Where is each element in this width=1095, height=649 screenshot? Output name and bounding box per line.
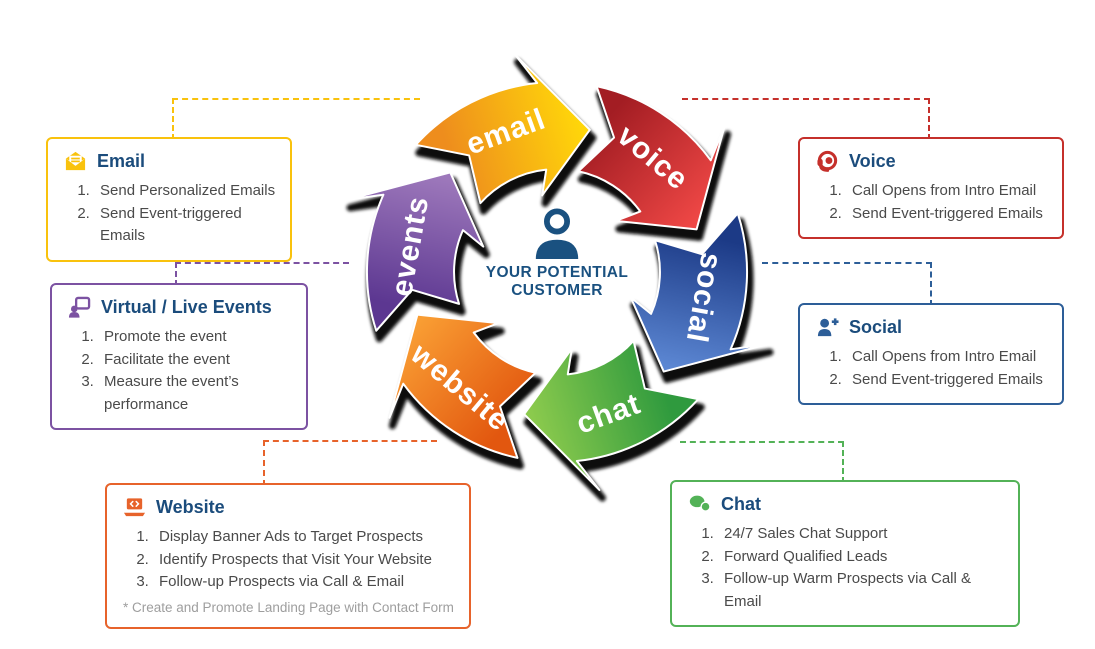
- callout-chat: Chat 24/7 Sales Chat Support Forward Qua…: [670, 480, 1020, 627]
- list-item: Call Opens from Intro Email: [846, 180, 1048, 203]
- list-item: Forward Qualified Leads: [718, 546, 1004, 569]
- center-label-line1: YOUR POTENTIAL: [485, 264, 629, 281]
- potential-customer-center: YOUR POTENTIAL CUSTOMER: [477, 207, 637, 301]
- callout-title: Chat: [721, 494, 761, 514]
- wheel-arrow-website: [388, 313, 537, 459]
- callout-title: Social: [849, 317, 903, 337]
- email-icon: [65, 151, 86, 171]
- callout-title: Virtual / Live Events: [101, 297, 272, 317]
- wheel-arrow-voice: [577, 85, 726, 231]
- list-item: 24/7 Sales Chat Support: [718, 523, 1004, 546]
- virtual-event-icon: [68, 296, 91, 318]
- callout-title: Email: [97, 151, 146, 171]
- list-item: Identify Prospects that Visit Your Websi…: [153, 549, 455, 572]
- callout-social: Social Call Opens from Intro Email Send …: [798, 303, 1064, 405]
- callout-email: Email Send Personalized Emails Send Even…: [46, 137, 292, 262]
- list-item: Call Opens from Intro Email: [846, 346, 1048, 369]
- callout-footnote: * Create and Promote Landing Page with C…: [123, 599, 454, 615]
- list-item: Facilitate the event: [98, 349, 292, 372]
- wheel-arrow-social: [629, 212, 768, 373]
- chat-bubbles-icon: [689, 495, 711, 512]
- wheel-arrow-events: [346, 171, 485, 332]
- callout-events: Virtual / Live Events Promote the event …: [50, 283, 308, 430]
- wheel-arrow-chat: [523, 339, 700, 491]
- list-item: Display Banner Ads to Target Prospects: [153, 526, 455, 549]
- list-item: Send Event-triggered Emails: [94, 203, 276, 248]
- list-item: Send Event-triggered Emails: [846, 203, 1048, 226]
- callout-website: Website Display Banner Ads to Target Pro…: [105, 483, 471, 629]
- center-label-line2: CUSTOMER: [511, 282, 603, 300]
- list-item: Follow-up Warm Prospects via Call & Emai…: [718, 568, 1004, 613]
- voice-headset-icon: [817, 150, 838, 172]
- list-item: Follow-up Prospects via Call & Email: [153, 571, 455, 594]
- list-item: Send Event-triggered Emails: [846, 369, 1048, 392]
- list-item: Send Personalized Emails: [94, 180, 276, 203]
- website-laptop-icon: [123, 498, 146, 517]
- callout-title: Website: [156, 497, 225, 517]
- wheel-arrow-email: [414, 53, 591, 205]
- add-user-icon: [817, 318, 839, 337]
- list-item: Promote the event: [98, 326, 292, 349]
- callout-title: Voice: [849, 151, 896, 171]
- callout-voice: Voice Call Opens from Intro Email Send E…: [798, 137, 1064, 239]
- person-icon: [535, 208, 579, 259]
- list-item: Measure the event’s performance: [98, 371, 292, 416]
